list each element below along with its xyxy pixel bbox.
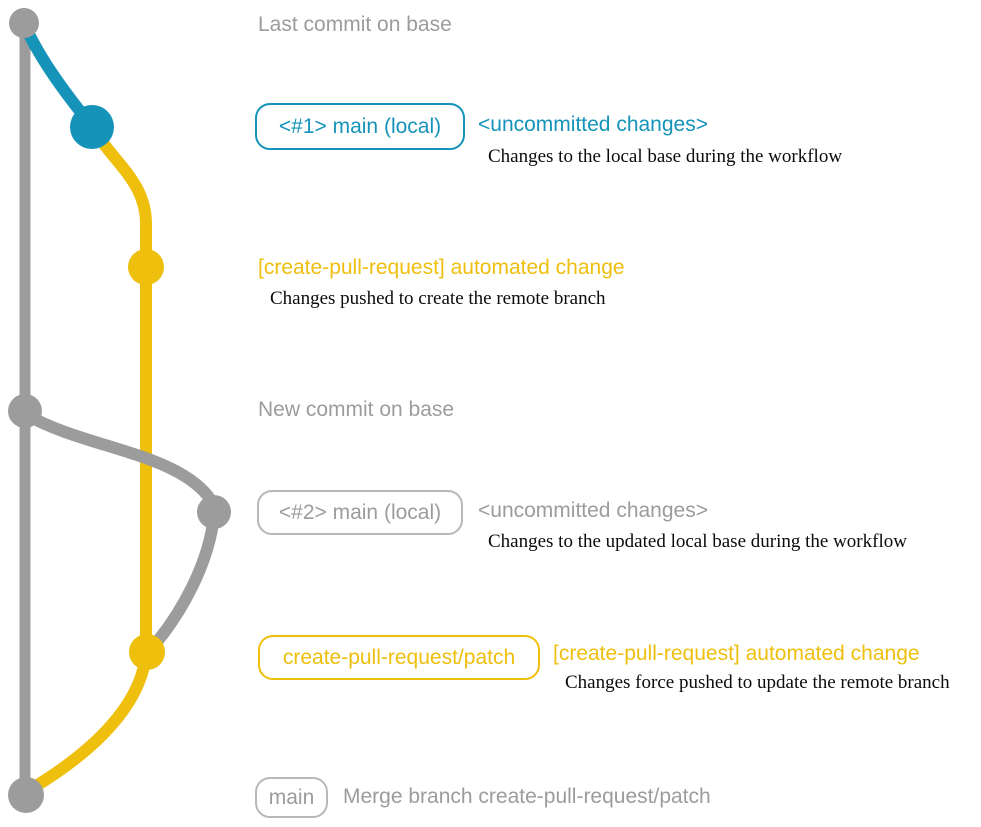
cpr-commit-2-description: Changes force pushed to update the remot… xyxy=(565,672,950,693)
commit-main-local-2 xyxy=(197,495,231,529)
branch-badge-patch: create-pull-request/patch xyxy=(258,635,540,680)
new-commit-on-base-label: New commit on base xyxy=(258,398,455,421)
branch-badge-main-local-2: <#2> main (local) xyxy=(257,490,463,535)
cpr-commit-1-description: Changes pushed to create the remote bran… xyxy=(270,288,606,309)
commit-main-local-1 xyxy=(70,105,114,149)
branch-badge-main-label: main xyxy=(268,785,315,809)
last-commit-on-base-label: Last commit on base xyxy=(258,13,452,36)
branch-badge-patch-label: create-pull-request/patch xyxy=(282,645,516,669)
patch-branch-edge xyxy=(89,125,152,658)
main-local-1-status: <uncommitted changes> xyxy=(478,113,708,136)
main-local-1-description: Changes to the local base during the wor… xyxy=(488,146,843,167)
local-main-2-edge xyxy=(144,508,220,656)
branch-badge-main-local-2-label: <#2> main (local) xyxy=(278,500,442,524)
commit-merge xyxy=(8,777,44,813)
cpr-commit-2-title: [create-pull-request] automated change xyxy=(553,642,920,665)
commit-automated-change-1 xyxy=(128,249,164,285)
merge-commit-message: Merge branch create-pull-request/patch xyxy=(343,785,711,808)
commit-automated-change-2 xyxy=(129,634,165,670)
commit-new-base xyxy=(8,394,42,428)
main-local-2-status: <uncommitted changes> xyxy=(478,499,708,522)
branch-badge-main-local-1-label: <#1> main (local) xyxy=(278,114,442,138)
merge-edge xyxy=(25,648,152,795)
cpr-commit-1-title: [create-pull-request] automated change xyxy=(258,256,625,279)
branch-badge-main: main xyxy=(255,777,328,818)
main-local-2-description: Changes to the updated local base during… xyxy=(488,531,907,552)
commit-last-base xyxy=(9,8,39,38)
branch-badge-main-local-1: <#1> main (local) xyxy=(255,103,465,150)
base-update-edge xyxy=(21,409,220,518)
